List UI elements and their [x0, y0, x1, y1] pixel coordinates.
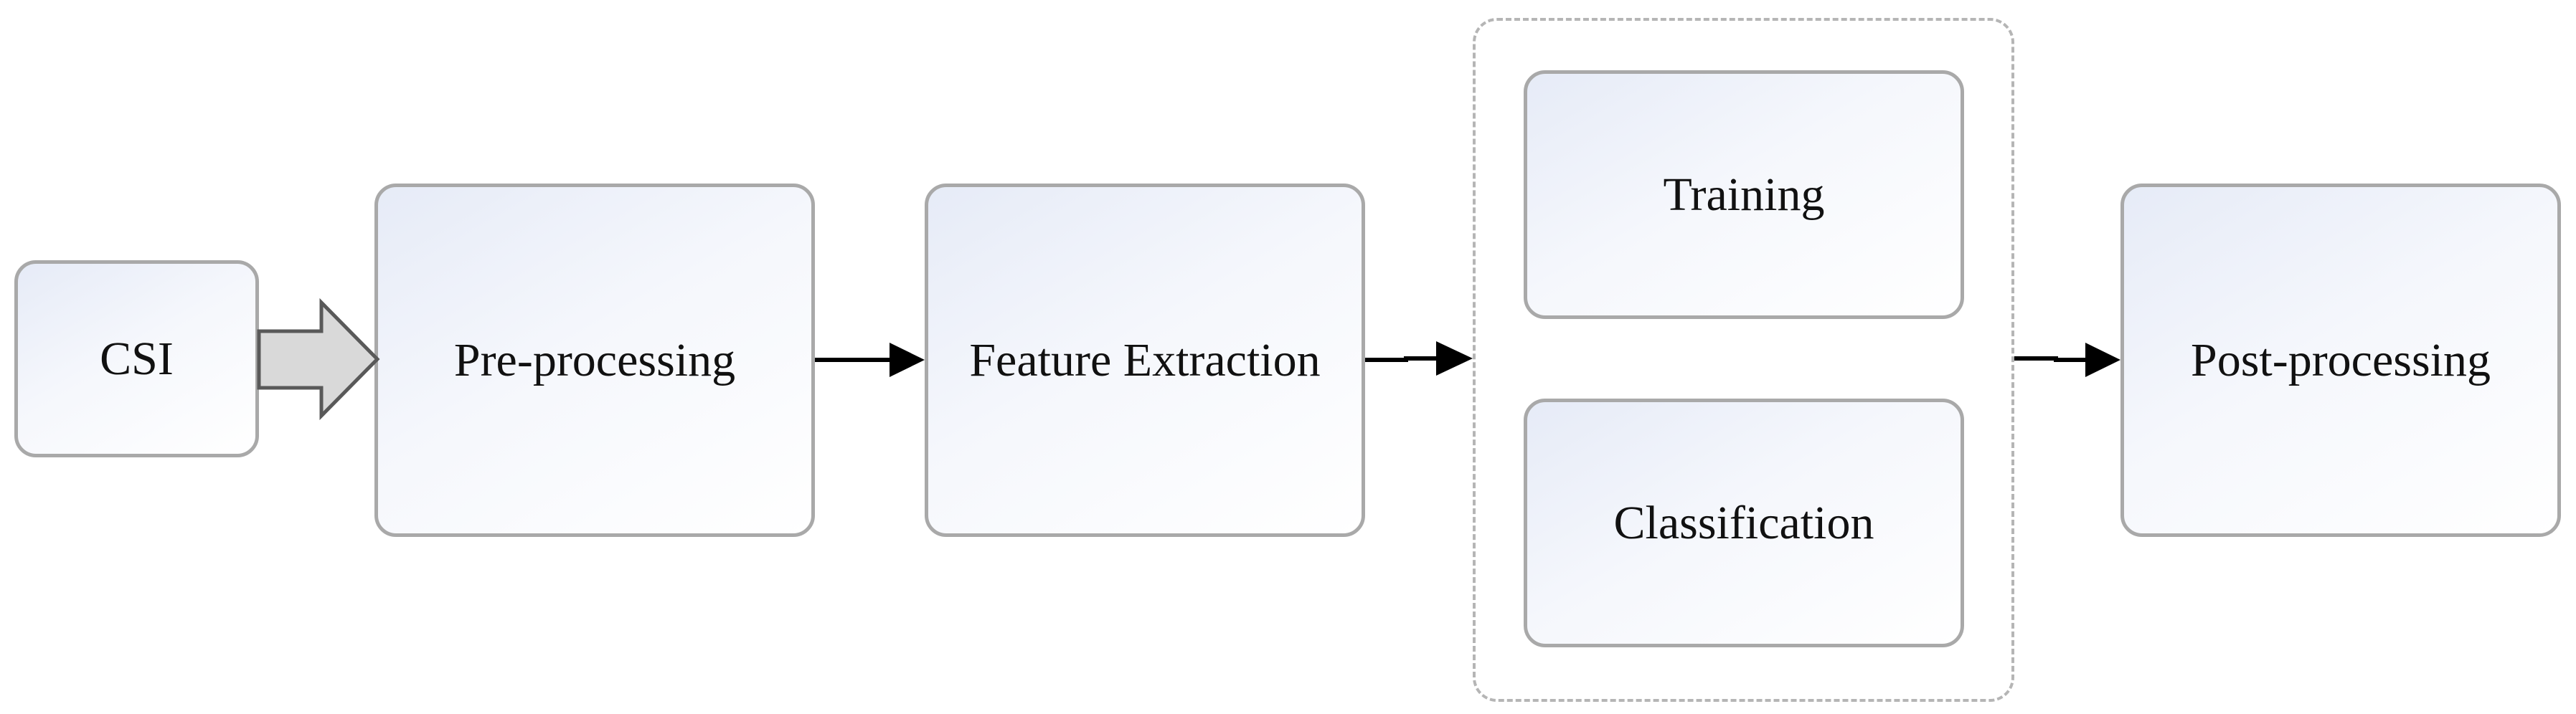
arrowhead-preprocessing-to-feature: [890, 343, 925, 377]
classification-node-label: Classification: [1613, 496, 1874, 549]
preprocessing-node: Pre-processing: [374, 184, 815, 537]
arrowhead-feature-to-model: [1436, 341, 1473, 376]
training-node: Training: [1524, 70, 1964, 319]
training-node-label: Training: [1663, 168, 1825, 221]
arrow-line-model-to-postprocessing: [2014, 356, 2088, 362]
postprocessing-node-label: Post-processing: [2191, 333, 2491, 386]
preprocessing-node-label: Pre-processing: [453, 333, 736, 386]
classification-node: Classification: [1524, 399, 1964, 647]
feature-extraction-node-label: Feature Extraction: [969, 333, 1321, 386]
block-arrow-csi-to-preprocessing: [257, 298, 380, 421]
arrowhead-model-to-postprocessing: [2085, 343, 2120, 377]
csi-node-label: CSI: [100, 332, 174, 385]
feature-extraction-node: Feature Extraction: [925, 184, 1365, 537]
arrow-line-feature-to-model: [1365, 356, 1439, 362]
csi-node: CSI: [14, 260, 259, 457]
postprocessing-node: Post-processing: [2120, 184, 2561, 537]
